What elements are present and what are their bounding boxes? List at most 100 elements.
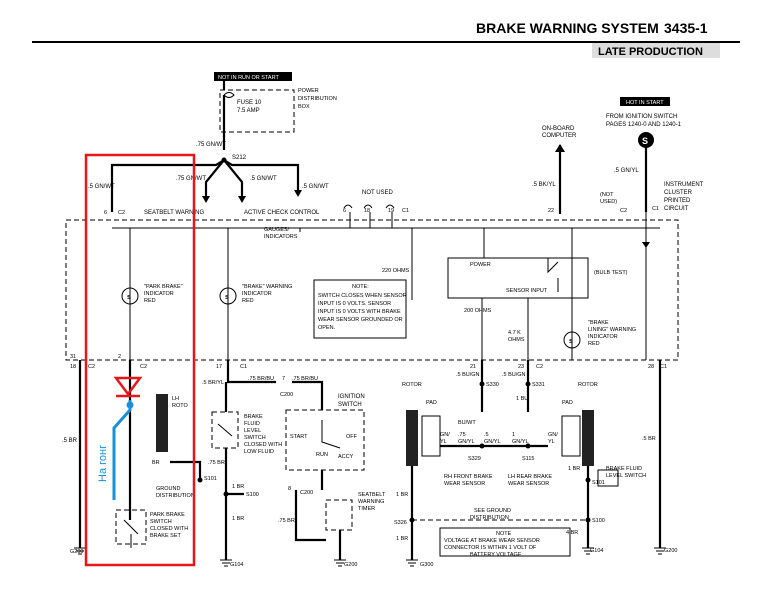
pdb-label-3: BOX: [298, 104, 310, 110]
hot-start-text: HOT IN START: [626, 100, 664, 106]
arrow-active-check: [238, 196, 246, 203]
wire-brbu2-label: .75 BR/BU: [292, 376, 318, 382]
g200b-label: G200: [344, 562, 357, 568]
seatbelt-timer-1: SEATBELT: [358, 492, 386, 498]
lh-sensor-2: WEAR SENSOR: [508, 481, 549, 487]
wire-1br-a: 1 BR: [396, 492, 408, 498]
ign-wire-label: .5 GN/YL: [614, 168, 639, 174]
pin-23: 23: [518, 364, 524, 370]
wire-left-label: .75 GN/WT: [176, 176, 206, 182]
ign-source-symbol: [638, 132, 654, 148]
pin-22: 22: [548, 208, 554, 214]
pdb-label-1: POWER: [298, 88, 319, 94]
s100-label: S100: [246, 492, 259, 498]
ground-symbol-g104b: [582, 547, 594, 555]
obc-wire-label: .5 BK/YL: [532, 182, 556, 188]
s330-label: S330: [486, 382, 499, 388]
pin-2: 2: [118, 354, 121, 360]
rotor-left-label: ROTOR: [402, 382, 422, 388]
park-switch-1: PARK BRAKE: [150, 512, 185, 518]
ign-source-2: PAGES 1240-0 AND 1240-1: [606, 122, 682, 128]
pin-c2e: C2: [140, 364, 147, 370]
bu-wt-label: BU/WT: [458, 420, 476, 426]
rotor-ground-wire: [170, 460, 202, 480]
wear-note-2: VOLTAGE AT BRAKE WEAR SENSOR: [444, 538, 540, 544]
instrument-label-4: CIRCUIT: [664, 206, 689, 212]
lining-indicator-3: INDICATOR: [588, 334, 618, 340]
wire-5br-b: .5 BR: [642, 436, 656, 442]
wear-note-4: BATTERY VOLTAGE: [470, 552, 522, 558]
gauges-label-2: INDICATORS: [264, 234, 298, 240]
power-label: POWER: [470, 262, 491, 268]
splice-s331: [525, 381, 531, 387]
not-run-tag: [214, 72, 292, 81]
wire-main-label: .75 GN/WT: [196, 142, 226, 148]
rh-sensor-1: RH FRONT BRAKE: [444, 474, 493, 480]
brake-warning-indicator-lamp: [219, 287, 237, 305]
seatbelt-timer-box: [325, 499, 353, 531]
wire-mid-branch: [223, 159, 244, 196]
seatbelt-timer-2: WARNING: [358, 499, 384, 505]
g300-label: G300: [420, 562, 433, 568]
timer-wire: [294, 490, 326, 542]
brake-indicator-1: "BRAKE" WARNING: [242, 284, 292, 290]
park-indicator-3: RED: [144, 298, 156, 304]
ground-dist-2: DISTRIBUTION: [156, 493, 195, 499]
ign-switch-contact: [321, 420, 341, 449]
splice-s329: [479, 443, 485, 449]
sensor-module-box: [447, 257, 589, 299]
ohms-4k7-1: 4.7 K: [508, 330, 521, 336]
ign-pos-off: OFF: [346, 434, 358, 440]
red-diode-symbol: [113, 376, 143, 397]
brake-fluid-6: LOW FLUID: [244, 449, 274, 455]
wire-1bu-label: 1 BU: [516, 396, 528, 402]
ohms-220: 220 OHMS: [382, 268, 410, 274]
not-used-right-1: (NOT: [600, 192, 614, 198]
instrument-label-1: INSTRUMENT: [664, 182, 704, 188]
gnyl-mid3-1: 1: [512, 432, 515, 438]
brake-fluid-3: LEVEL: [244, 428, 261, 434]
s101-label: S101: [204, 476, 217, 482]
pin-18: 18: [364, 208, 370, 214]
power-distribution-box: [219, 89, 295, 133]
wire-far-left-label: .5 GN/WT: [88, 184, 115, 190]
wire-1br-label: 1 BR: [232, 484, 244, 490]
br-label: BR: [152, 460, 160, 466]
pin-c1d: C1: [660, 364, 667, 370]
splice-s330: [479, 381, 485, 387]
s331-label: S331: [532, 382, 545, 388]
pad-left-label: PAD: [426, 400, 437, 406]
brake-fluid2-2: LEVEL SWITCH: [606, 473, 646, 479]
pin-17: 17: [216, 364, 222, 370]
c200b-label: C200: [300, 490, 313, 496]
fuse-label: FUSE 10: [237, 100, 262, 106]
rh-rotor-symbol: [406, 410, 418, 466]
wear-note-3: CONNECTOR IS WITHIN 1 VOLT OF: [444, 545, 537, 551]
wire-left-branch: [204, 159, 225, 196]
rh-sensor-2: WEAR SENSOR: [444, 481, 485, 487]
splice-s101b: [585, 477, 591, 483]
seatbelt-warning-label: SEATBELT WARNING: [144, 210, 204, 216]
wire-1br-label-2: 1 BR: [232, 516, 244, 522]
splice-s101: [197, 477, 203, 483]
ignition-brake-wire: [292, 380, 324, 410]
pin-31: 31: [70, 354, 76, 360]
fuse-symbol: [223, 92, 235, 98]
fuse-amp: 7.5 AMP: [237, 108, 260, 114]
ign-source-s: S: [642, 136, 648, 146]
wear-note-box: [439, 527, 571, 557]
wire-bugn2: .5 BU/GN: [502, 372, 526, 378]
not-used-label: NOT USED: [362, 190, 394, 196]
brake-fluid-switch-2: [597, 469, 619, 487]
rh-pad: [421, 415, 441, 457]
gnyl-mid2-2: GN/YL: [484, 439, 501, 445]
brake-lining-indicator-lamp: [563, 331, 581, 349]
pin-c2c: C2: [536, 364, 543, 370]
wire-4br: 4 BR: [566, 530, 578, 536]
ohms-4k7-2: OHMS: [508, 337, 525, 343]
splice-s100b: [585, 517, 591, 523]
park-brake-switch: [123, 519, 139, 548]
pin-7: 7: [282, 376, 285, 382]
g104-label: G104: [230, 562, 243, 568]
